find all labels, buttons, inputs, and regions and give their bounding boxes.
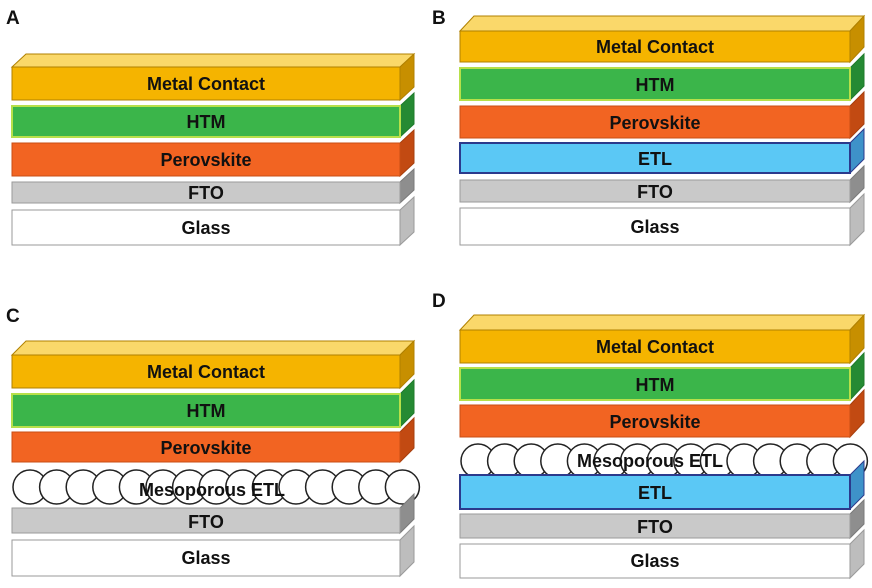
layer-label: Perovskite	[609, 113, 700, 133]
panel-d-glass-layer: Glass	[459, 528, 865, 580]
layer-label: ETL	[638, 149, 672, 169]
layer-front-face	[11, 507, 401, 534]
panel-b-htm-layer: HTM	[459, 52, 865, 102]
layer-front-face	[11, 105, 401, 138]
layer-front-face	[459, 207, 851, 246]
panel-a-glass-layer: Glass	[11, 195, 415, 247]
layer-label: Mesoporous ETL	[577, 451, 723, 471]
layer-label: Metal Contact	[596, 37, 714, 57]
layer-top-face	[458, 314, 866, 331]
layer-label: Perovskite	[609, 412, 700, 432]
layer-label: FTO	[188, 183, 224, 203]
layer-side-face	[399, 524, 415, 578]
layer-side-face	[399, 195, 415, 247]
panel-d-perovskite-layer: Perovskite	[459, 388, 865, 439]
panel-c-perovskite-layer: Perovskite	[11, 416, 415, 464]
layer-label: Glass	[181, 548, 230, 568]
panel-d-htm-layer: HTM	[459, 351, 865, 402]
layer-front-face	[11, 431, 401, 463]
panel-b-perovskite-layer: Perovskite	[459, 90, 865, 140]
layer-front-face	[459, 543, 851, 579]
panel-b: B Metal Contact HTM Perovskite ETL FTO	[432, 8, 866, 247]
layer-label: HTM	[187, 401, 226, 421]
layer-side-face	[849, 528, 865, 580]
layer-label: ETL	[638, 483, 672, 503]
layer-front-face	[459, 329, 851, 364]
layer-top-face	[458, 15, 866, 32]
panel-a-perovskite-layer: Perovskite	[11, 128, 415, 178]
layer-top-face	[10, 53, 416, 68]
layer-front-face	[459, 474, 851, 510]
layer-front-face	[11, 539, 401, 577]
layer-label: FTO	[188, 512, 224, 532]
layer-label: FTO	[637, 517, 673, 537]
layer-front-face	[11, 142, 401, 177]
panel-d-etl-layer: ETL	[459, 459, 865, 511]
layer-label: Glass	[181, 218, 230, 238]
panel-c-htm-layer: HTM	[11, 378, 415, 429]
layer-label: Perovskite	[160, 150, 251, 170]
mesoporous-bead-row	[12, 469, 421, 505]
panel-c-label: C	[6, 306, 20, 327]
panel-b-label: B	[432, 8, 446, 29]
panel-c: C Metal Contact HTM Perovskite Mesoporou…	[6, 306, 421, 578]
layer-label: HTM	[636, 75, 675, 95]
layer-label: Metal Contact	[147, 74, 265, 94]
panel-b-glass-layer: Glass	[459, 192, 865, 247]
panel-c-fto-layer: FTO	[11, 492, 415, 535]
layer-side-face	[399, 128, 415, 178]
panel-c-mesoporous-etl-layer: Mesoporous ETL	[12, 469, 421, 505]
panel-b-etl-layer: ETL	[459, 127, 865, 175]
layer-side-face	[399, 91, 415, 139]
layer-front-face	[11, 393, 401, 428]
layer-front-face	[459, 513, 851, 539]
layer-side-face	[849, 52, 865, 102]
panel-c-glass-layer: Glass	[11, 524, 415, 578]
layer-front-face	[459, 105, 851, 139]
layer-front-face	[459, 142, 851, 174]
layer-label: FTO	[637, 182, 673, 202]
panel-d-metal-contact-layer: Metal Contact	[458, 313, 866, 365]
layer-top-face	[10, 340, 416, 356]
panel-a: A Metal Contact HTM Perovskite FTO Glass	[6, 8, 416, 247]
panel-b-metal-contact-layer: Metal Contact	[458, 14, 866, 64]
panel-b-fto-layer: FTO	[459, 164, 865, 204]
panel-a-htm-layer: HTM	[11, 91, 415, 139]
layer-front-face	[11, 181, 401, 204]
layer-label: Glass	[630, 551, 679, 571]
layer-side-face	[849, 192, 865, 247]
layer-front-face	[11, 209, 401, 246]
layer-front-face	[11, 354, 401, 389]
layer-label: Metal Contact	[596, 337, 714, 357]
panel-d: D Metal Contact HTM Perovskite Mesoporou…	[432, 291, 869, 580]
panel-a-metal-contact-layer: Metal Contact	[10, 52, 416, 102]
panel-a-label: A	[6, 8, 20, 29]
panel-a-fto-layer: FTO	[11, 167, 415, 205]
layer-label: Perovskite	[160, 438, 251, 458]
layer-front-face	[459, 179, 851, 203]
layer-front-face	[459, 30, 851, 63]
layer-front-face	[459, 367, 851, 401]
layer-label: Mesoporous ETL	[139, 480, 285, 500]
panel-d-mesoporous-etl-layer: Mesoporous ETL	[460, 443, 869, 479]
layer-label: HTM	[187, 112, 226, 132]
layer-label: Glass	[630, 217, 679, 237]
panel-c-metal-contact-layer: Metal Contact	[10, 339, 416, 390]
layer-label: HTM	[636, 375, 675, 395]
layer-front-face	[459, 404, 851, 438]
layer-front-face	[11, 66, 401, 101]
layer-label: Metal Contact	[147, 362, 265, 382]
panel-d-label: D	[432, 291, 446, 312]
mesoporous-particle	[384, 469, 421, 505]
layer-front-face	[459, 67, 851, 101]
panel-d-fto-layer: FTO	[459, 498, 865, 540]
